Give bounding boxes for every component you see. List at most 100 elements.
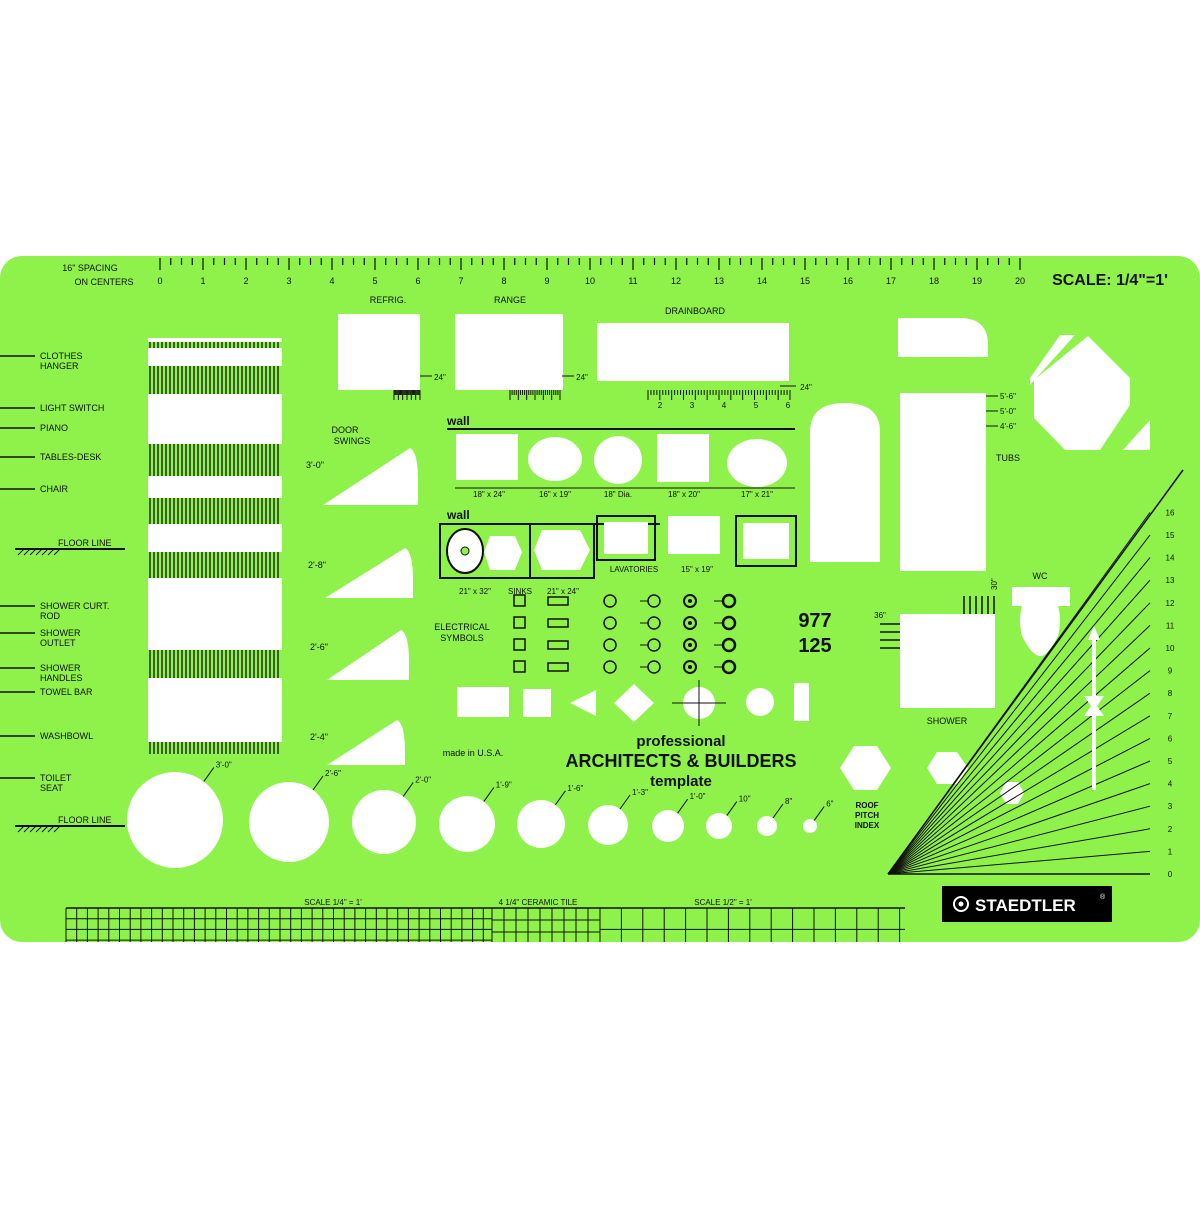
lav-3 — [743, 523, 789, 559]
pitch-number: 2 — [1168, 825, 1173, 834]
outlet-icon — [513, 638, 526, 651]
refrig-cutout — [338, 314, 420, 390]
shower-size-30: 30" — [990, 578, 999, 590]
roof-label-2: PITCH — [855, 811, 879, 820]
shower-label: SHOWER — [927, 716, 968, 726]
left-label: SHOWER — [40, 628, 81, 638]
lavatories-size: 15" x 19" — [681, 565, 713, 574]
pitch-line — [887, 828, 1151, 875]
door-swing-size: 2'-8" — [308, 560, 326, 570]
shape-circle — [746, 688, 774, 716]
ruler-number: 8 — [501, 276, 506, 286]
tub-top — [898, 318, 988, 357]
sink-left-size: 21" x 32" — [459, 587, 491, 596]
circle-template — [757, 816, 777, 836]
sink-left-second-bowl — [484, 536, 522, 570]
pitch-number: 13 — [1166, 576, 1175, 585]
bottom-scale-half: SCALE 1/2" = 1' — [694, 898, 752, 907]
sinks-row: wall 21" x 32" SINKS 21" x 24" LAVATORIE… — [439, 508, 797, 596]
circle-size: 3'-0" — [216, 761, 232, 770]
pitch-line — [887, 670, 1151, 875]
scale-main: SCALE: 1/4"=1' — [1052, 272, 1168, 289]
circle-size: 1'-3" — [632, 788, 648, 797]
receptacle-icon — [647, 638, 661, 652]
electrical-symbols: ELECTRICAL SYMBOLS — [434, 593, 737, 675]
circle-leader — [677, 798, 689, 814]
ruler-number: 12 — [671, 276, 681, 286]
pitch-number: 7 — [1168, 712, 1173, 721]
pitch-number: 0 — [1168, 870, 1173, 879]
bowl-4 — [657, 434, 709, 482]
sink-left-drain — [460, 546, 470, 556]
pitch-line — [887, 715, 1151, 875]
junction-icon — [683, 638, 697, 652]
circle-leader — [203, 767, 215, 782]
bowls-row: wall 18" x 24"16" x 19"18" Dia.18" x 20"… — [446, 414, 795, 499]
mini-ruler-number: 2 — [658, 401, 663, 410]
tub-round — [810, 403, 880, 562]
circles-row: 3'-0"2'-6"2'-0"1'-9"1'-6"1'-3"1'-0"10"8"… — [127, 761, 834, 868]
circle-size: 2'-0" — [415, 775, 431, 784]
drainboard-dim: 24" — [800, 383, 812, 392]
bowl-2 — [528, 437, 582, 481]
pitch-line — [887, 850, 1151, 875]
circle-leader — [554, 790, 566, 806]
floor-hatch — [41, 825, 49, 833]
outlet-icon — [513, 616, 526, 629]
fixture-icon — [547, 596, 569, 606]
staedtler-head-icon — [953, 896, 969, 912]
door-swing-cutout — [327, 720, 405, 765]
pitch-line — [887, 737, 1151, 875]
circle-template — [588, 805, 628, 845]
drainboard-label: DRAINBOARD — [665, 306, 726, 316]
floor-hatch — [47, 548, 55, 556]
pitch-line — [887, 783, 1151, 875]
shape-square — [523, 689, 551, 717]
tub-size-1: 5'-6" — [1000, 392, 1016, 401]
circle-size: 10" — [739, 795, 751, 804]
slot-column-cutout — [148, 338, 282, 754]
floor-hatch — [35, 825, 43, 833]
special-outlet-icon — [721, 637, 737, 653]
fixture-icon — [547, 662, 569, 672]
shape-rect — [457, 687, 509, 717]
floor-hatch — [29, 825, 37, 833]
left-label-2: OUTLET — [40, 638, 76, 648]
junction-dot — [688, 665, 692, 669]
ruler-number: 13 — [714, 276, 724, 286]
floor-hatch — [17, 825, 25, 833]
pitch-number: 10 — [1166, 644, 1175, 653]
left-label-2: SEAT — [40, 783, 63, 793]
range-dim: 24" — [576, 373, 588, 382]
ruler-number: 1 — [200, 276, 205, 286]
tub-size-3: 4'-6" — [1000, 422, 1016, 431]
roof-label-3: INDEX — [855, 821, 880, 830]
staedtler-logo: STAEDTLER ® — [942, 886, 1112, 922]
left-label: TOILET — [40, 773, 72, 783]
electrical-label-1: ELECTRICAL — [434, 622, 490, 632]
left-label: LIGHT SWITCH — [40, 403, 104, 413]
floor-hatch — [17, 548, 25, 556]
pitch-number: 12 — [1166, 599, 1175, 608]
circle-leader — [312, 775, 324, 791]
shape-triangle — [570, 690, 596, 716]
title-line-3: template — [650, 773, 712, 790]
bowl-3 — [594, 436, 642, 484]
pitch-number: 3 — [1168, 802, 1173, 811]
switch-icon — [603, 660, 617, 674]
ruler-number: 16 — [843, 276, 853, 286]
pitch-number: 11 — [1166, 621, 1175, 630]
circle-template — [706, 813, 732, 839]
pitch-line — [887, 557, 1151, 875]
door-swing-size: 3'-0" — [306, 460, 324, 470]
range-label: RANGE — [494, 295, 526, 305]
ruler-number: 15 — [800, 276, 810, 286]
tub-corner-1 — [1030, 335, 1075, 385]
pitch-number: 5 — [1168, 757, 1173, 766]
door-swing-cutout — [327, 630, 409, 680]
left-label: FLOOR LINE — [58, 815, 112, 825]
brand-name: STAEDTLER — [975, 896, 1076, 915]
